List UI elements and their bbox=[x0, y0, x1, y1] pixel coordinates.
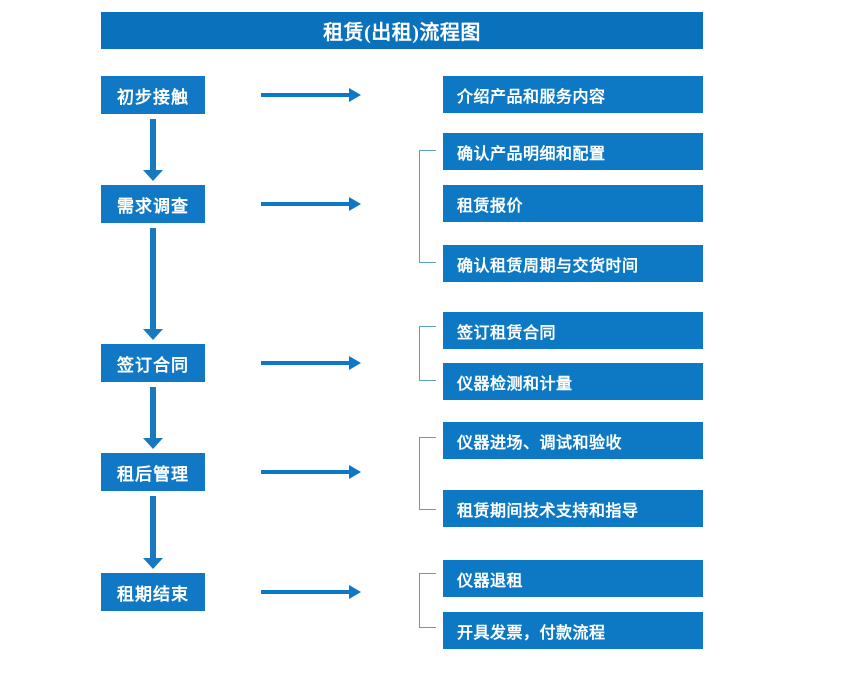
detail-box-仪器检测和计量[interactable]: 仪器检测和计量 bbox=[443, 363, 703, 400]
right-arrow-icon bbox=[261, 88, 361, 102]
stage-box-租后管理[interactable]: 租后管理 bbox=[101, 453, 205, 491]
down-arrow-icon bbox=[143, 496, 163, 569]
right-arrow-icon bbox=[261, 465, 361, 479]
group-bracket-icon-签订合同 bbox=[419, 326, 436, 381]
group-bracket-icon-租后管理 bbox=[419, 437, 436, 510]
down-arrow-icon bbox=[143, 228, 163, 340]
detail-box-仪器退租[interactable]: 仪器退租 bbox=[443, 560, 703, 597]
group-bracket-icon-需求调查 bbox=[419, 150, 436, 263]
stage-box-签订合同[interactable]: 签订合同 bbox=[101, 344, 205, 382]
right-arrow-icon bbox=[261, 356, 361, 370]
right-arrow-icon bbox=[261, 585, 361, 599]
detail-box-签订租赁合同[interactable]: 签订租赁合同 bbox=[443, 312, 703, 349]
down-arrow-icon bbox=[143, 119, 163, 181]
group-bracket-icon-租期结束 bbox=[419, 573, 436, 628]
stage-box-需求调查[interactable]: 需求调查 bbox=[101, 185, 205, 223]
stage-box-初步接触[interactable]: 初步接触 bbox=[101, 76, 205, 114]
detail-box-介绍产品和服务内容[interactable]: 介绍产品和服务内容 bbox=[443, 76, 703, 113]
page-title: 租赁(出租)流程图 bbox=[101, 12, 703, 49]
detail-box-租赁报价[interactable]: 租赁报价 bbox=[443, 185, 703, 222]
detail-box-仪器进场调试和验收[interactable]: 仪器进场、调试和验收 bbox=[443, 422, 703, 459]
down-arrow-icon bbox=[143, 387, 163, 449]
stage-box-租期结束[interactable]: 租期结束 bbox=[101, 573, 205, 611]
detail-box-确认租赁周期与交货时间[interactable]: 确认租赁周期与交货时间 bbox=[443, 245, 703, 282]
detail-box-确认产品明细和配置[interactable]: 确认产品明细和配置 bbox=[443, 133, 703, 170]
right-arrow-icon bbox=[261, 197, 361, 211]
detail-box-开具发票付款流程[interactable]: 开具发票，付款流程 bbox=[443, 612, 703, 649]
detail-box-租赁期间技术支持和指导[interactable]: 租赁期间技术支持和指导 bbox=[443, 490, 703, 527]
